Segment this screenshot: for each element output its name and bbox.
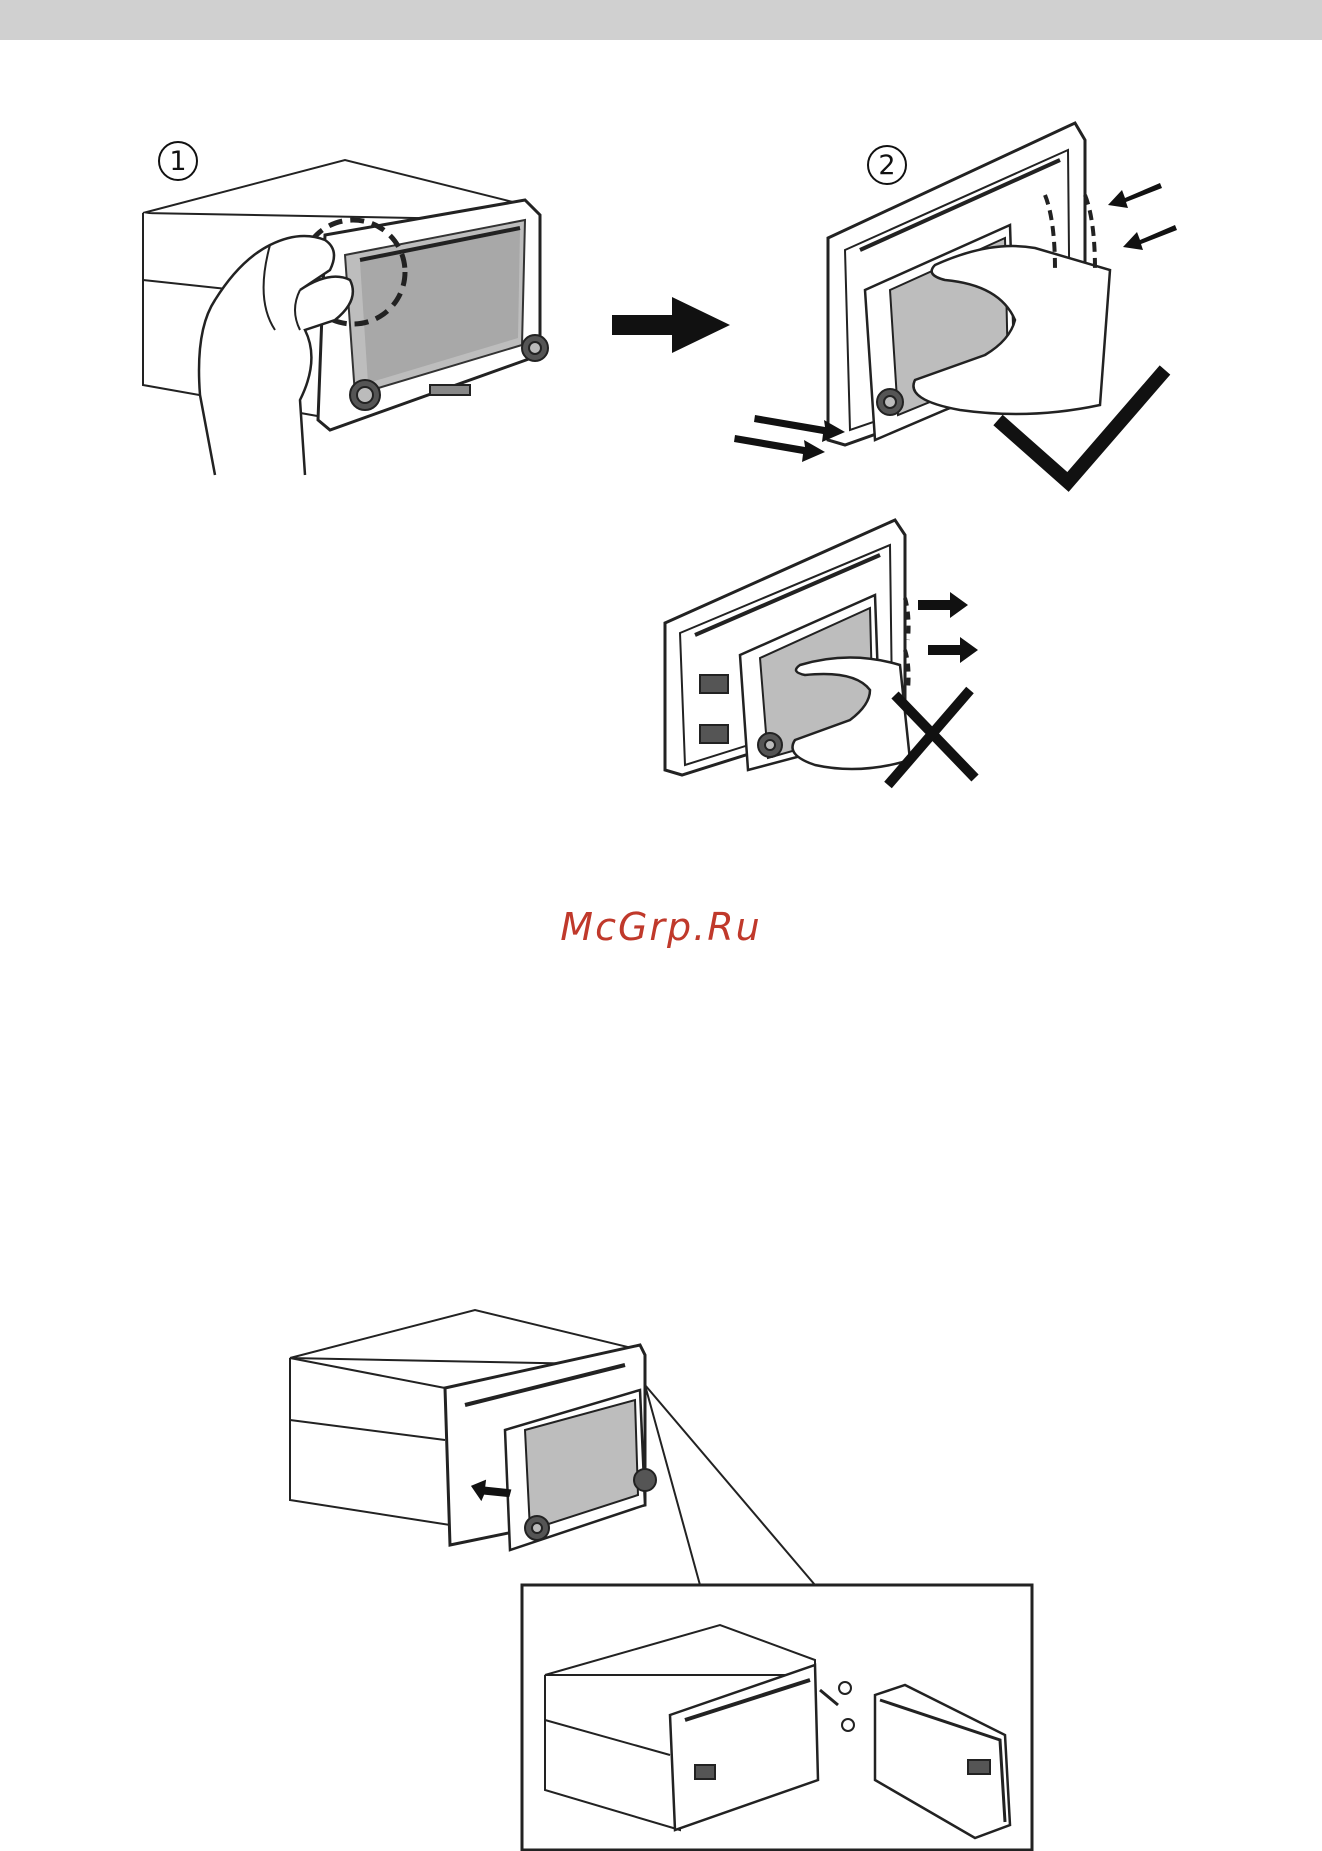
installation-illustration (0, 0, 1322, 1851)
